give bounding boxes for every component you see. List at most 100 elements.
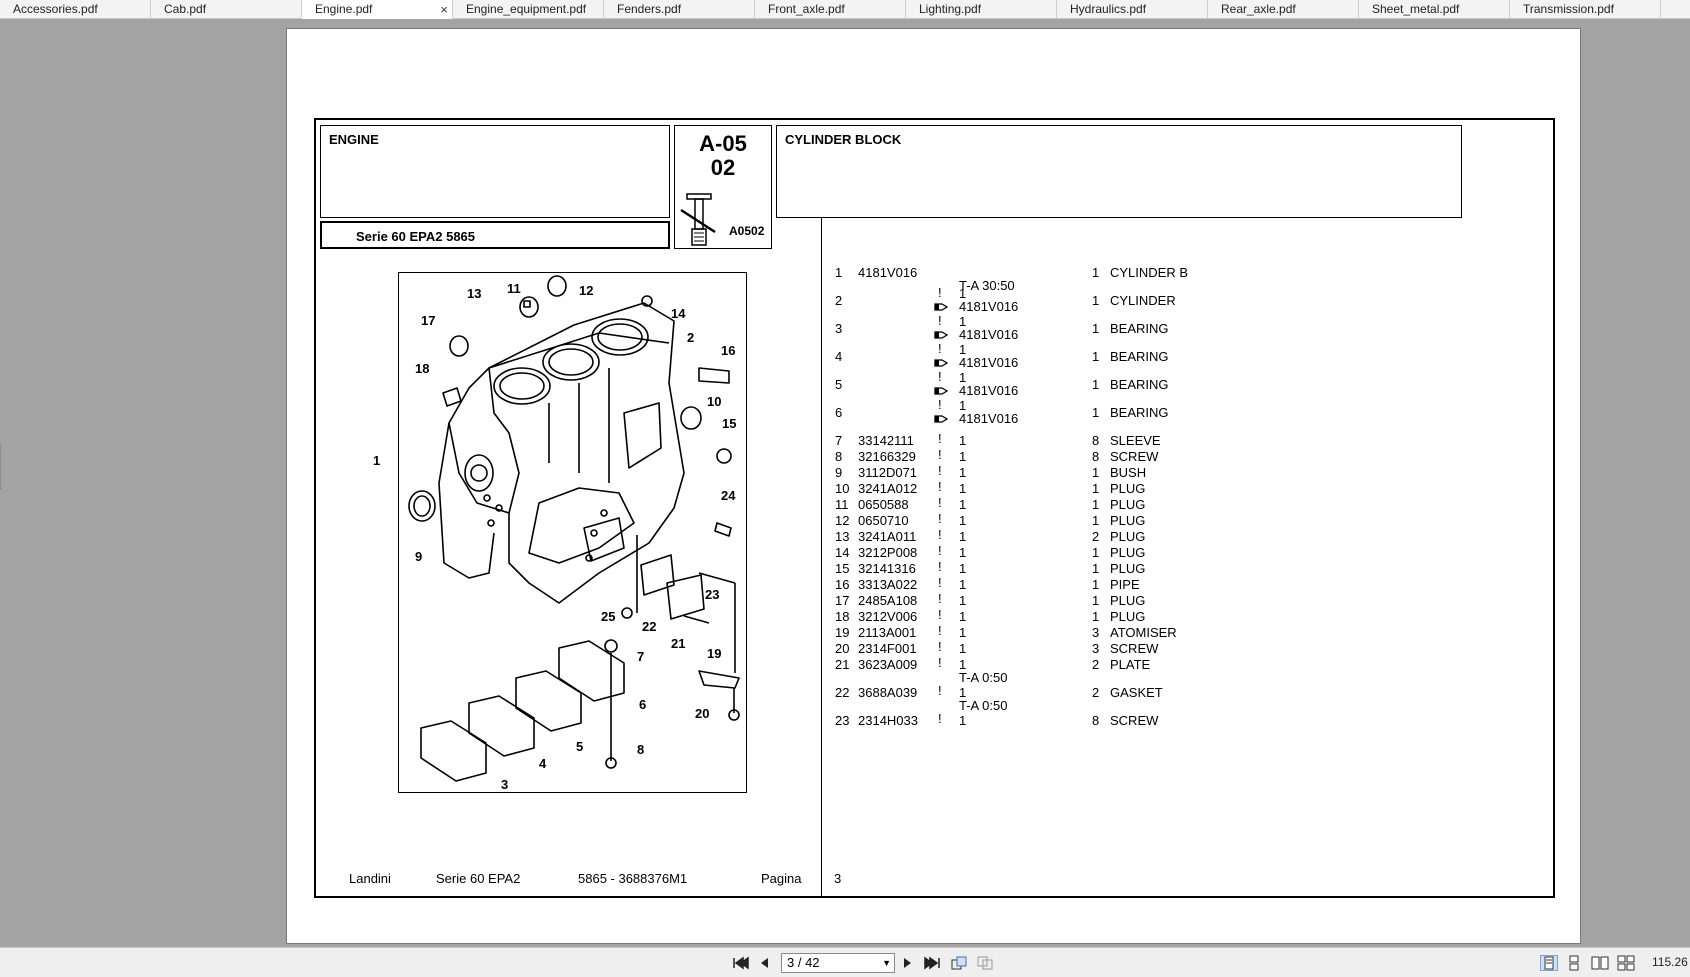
part-ref: 6 [835,405,843,420]
part-mark: ! [938,341,942,356]
part-description: CYLINDER [1110,293,1176,308]
tab-rear-axle[interactable]: Rear_axle.pdf [1208,0,1359,19]
part-description: SLEEVE [1110,433,1161,448]
part-note: 4181V016 [959,355,1019,370]
pointer-hand-icon [934,303,948,311]
compare-view-icon[interactable] [976,955,994,971]
callout: 19 [707,646,722,661]
part-qty: 2 [1092,685,1100,700]
continuous-view-icon[interactable] [1565,955,1583,971]
footer-brand: Landini [349,871,391,886]
tab-cab[interactable]: Cab.pdf [151,0,302,19]
part-mark: ! [938,711,942,726]
part-qty: 1 [1092,349,1100,364]
page-number-select[interactable]: 3 / 42 ▼ [781,953,895,973]
rotate-view-icon[interactable] [950,955,968,971]
part-code: 3112D071 [858,465,918,480]
part-qty: 1 [1092,265,1100,280]
callout: 4 [539,756,547,771]
part-code: 0650588 [858,497,909,512]
part-qty: 1 [1092,561,1100,576]
tab-label: Rear_axle.pdf [1221,2,1296,16]
tab-accessories[interactable]: Accessories.pdf [0,0,151,19]
tab-engine[interactable]: Engine.pdf× [302,0,453,19]
callout: 13 [467,286,482,301]
part-mark: ! [938,369,942,384]
parts-sheet-frame: ENGINE Serie 60 EPA2 5865 A-05 02 A0502 [314,118,1555,898]
tab-label: Transmission.pdf [1523,2,1614,16]
part-code: 2314F001 [858,641,917,656]
part-qty: 1 [1092,545,1100,560]
tab-front-axle[interactable]: Front_axle.pdf [755,0,906,19]
part-note: 1 [959,497,967,512]
part-ref: 18 [835,609,850,624]
footer-page-number: 3 [834,871,842,886]
next-page-icon[interactable] [898,955,916,971]
part-ref: 23 [835,713,850,728]
part-ref: 12 [835,513,850,528]
side-panel-grip[interactable] [0,444,3,489]
part-description: SCREW [1110,641,1159,656]
part-note: 4181V016 [959,327,1019,342]
pointer-hand-icon [934,387,948,395]
continuous-facing-view-icon[interactable] [1617,955,1635,971]
series-label: Serie 60 EPA2 5865 [356,229,476,244]
callout: 7 [637,649,645,664]
ref-code-line2: 02 [710,155,736,180]
part-description: BEARING [1110,321,1169,336]
part-mark: ! [938,683,942,698]
part-note: T-A 0:50 [959,698,1008,713]
cylinder-block-drawing [408,275,740,782]
part-ref: 5 [835,377,843,392]
part-mark: ! [938,623,942,638]
close-tab-icon[interactable]: × [440,2,448,17]
first-page-icon[interactable] [731,955,749,971]
zoom-level[interactable]: 115.26 [1652,955,1688,969]
pointer-hand-icon [934,359,948,367]
tab-label: Accessories.pdf [13,2,98,16]
tab-sheet-metal[interactable]: Sheet_metal.pdf [1359,0,1510,19]
part-note: 4181V016 [959,383,1019,398]
part-qty: 1 [1092,465,1100,480]
tab-engine-equipment[interactable]: Engine_equipment.pdf [453,0,604,19]
part-note: 1 [959,685,967,700]
tab-lighting[interactable]: Lighting.pdf [906,0,1057,19]
part-note: 1 [959,433,967,448]
part-code: 4181V016 [858,265,918,280]
tab-label: Hydraulics.pdf [1070,2,1147,16]
part-ref: 4 [835,349,843,364]
part-description: PLUG [1110,545,1146,560]
part-qty: 1 [1092,321,1100,336]
pointer-hand-icon [934,331,948,339]
tab-hydraulics[interactable]: Hydraulics.pdf [1057,0,1208,19]
part-ref: 17 [835,593,850,608]
chevron-down-icon[interactable]: ▼ [882,958,891,968]
part-note: 4181V016 [959,411,1019,426]
part-qty: 8 [1092,433,1100,448]
tab-fenders[interactable]: Fenders.pdf [604,0,755,19]
facing-view-icon[interactable] [1591,955,1609,971]
last-page-icon[interactable] [924,955,942,971]
part-note: 1 [959,577,967,592]
part-mark: ! [938,543,942,558]
part-description: PIPE [1110,577,1140,592]
part-mark: ! [938,559,942,574]
part-qty: 2 [1092,657,1100,672]
part-ref: 2 [835,293,843,308]
callout: 20 [695,706,710,721]
ref-code-box: A-05 02 A0502 [674,125,772,249]
previous-page-icon[interactable] [756,955,774,971]
part-description: PLUG [1110,497,1146,512]
tab-label: Fenders.pdf [617,2,682,16]
tab-transmission[interactable]: Transmission.pdf [1510,0,1661,19]
callout: 1 [373,453,381,468]
single-page-view-icon[interactable] [1540,955,1558,971]
tab-label: Front_axle.pdf [768,2,845,16]
part-note: 1 [959,286,967,301]
part-code: 0650710 [858,513,909,528]
part-note: 1 [959,481,967,496]
document-viewport[interactable]: ENGINE Serie 60 EPA2 5865 A-05 02 A0502 [0,19,1690,947]
part-code: 32141316 [858,561,916,576]
part-description: PLUG [1110,561,1146,576]
part-note: T-A 30:50 [959,278,1015,293]
